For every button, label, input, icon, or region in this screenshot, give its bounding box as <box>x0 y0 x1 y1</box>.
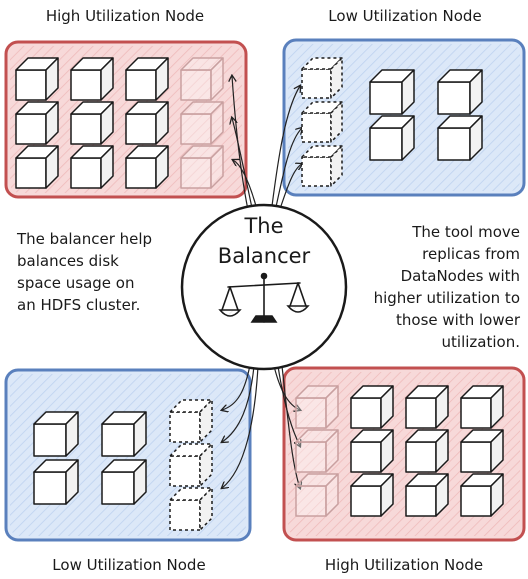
replica-block <box>15 101 59 145</box>
replica-block <box>33 411 79 457</box>
replica-block <box>180 101 224 145</box>
replica-block <box>405 473 449 517</box>
scale-icon <box>218 272 310 323</box>
transfer-arrows <box>222 76 302 488</box>
replica-block <box>295 385 339 429</box>
node-title-low-top: Low Utilization Node <box>328 7 482 25</box>
replica-block <box>301 101 343 143</box>
replica-block <box>301 57 343 99</box>
replica-block <box>295 429 339 473</box>
replica-block <box>350 429 394 473</box>
replica-block <box>101 459 147 505</box>
replica-block <box>125 101 169 145</box>
node-title-high-top: High Utilization Node <box>45 7 205 25</box>
node-title-high-bottom: High Utilization Node <box>324 556 484 574</box>
replica-block <box>15 145 59 189</box>
replica-block <box>460 429 504 473</box>
replica-blocks-bottom-left <box>33 399 213 531</box>
replica-blocks-top-left <box>15 57 224 189</box>
replica-block <box>437 115 483 161</box>
replica-block <box>405 385 449 429</box>
balancer-title-line2: Balancer <box>217 244 311 268</box>
replica-block <box>169 487 213 531</box>
replica-block <box>125 145 169 189</box>
replica-block <box>369 115 415 161</box>
replica-block <box>70 101 114 145</box>
replica-block <box>301 145 343 187</box>
replica-block <box>369 69 415 115</box>
node-title-low-bottom: Low Utilization Node <box>52 556 206 574</box>
replica-blocks-top-right <box>301 57 483 187</box>
note-right: The tool move replicas from DataNodes wi… <box>373 223 520 351</box>
balancer-title-line1: The <box>244 214 284 238</box>
replica-block <box>460 473 504 517</box>
replica-block <box>350 385 394 429</box>
replica-block <box>15 57 59 101</box>
replica-block <box>180 57 224 101</box>
replica-block <box>295 473 339 517</box>
replica-block <box>70 57 114 101</box>
replica-block <box>70 145 114 189</box>
replica-block <box>169 443 213 487</box>
replica-block <box>33 459 79 505</box>
replica-block <box>101 411 147 457</box>
replica-block <box>180 145 224 189</box>
replica-block <box>125 57 169 101</box>
replica-block <box>405 429 449 473</box>
replica-block <box>437 69 483 115</box>
replica-block <box>460 385 504 429</box>
note-left: The balancer help balances disk space us… <box>17 230 153 314</box>
replica-block <box>350 473 394 517</box>
replica-blocks-bottom-right <box>295 385 504 517</box>
replica-block <box>169 399 213 443</box>
